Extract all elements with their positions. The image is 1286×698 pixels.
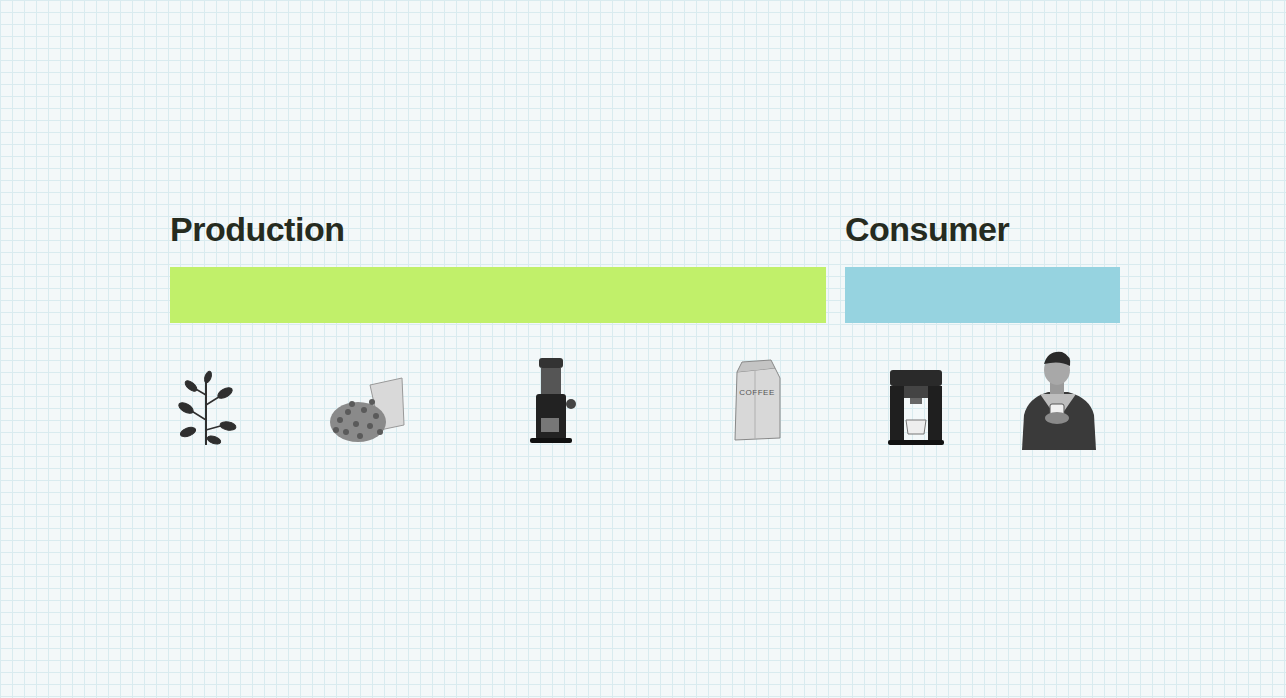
- bag-print: COFFEE: [739, 388, 774, 397]
- stage-band: Production: [170, 209, 826, 323]
- espresso-machine-icon: [888, 370, 944, 445]
- stage-bar: [845, 267, 1120, 323]
- coffee-grinder-icon: [530, 358, 576, 443]
- stage-band: Consumer: [845, 209, 1120, 323]
- person-icon: [1022, 352, 1096, 450]
- coffee-plant-icon: [177, 370, 237, 445]
- coffee-beans-icon: [330, 378, 404, 442]
- coffee-bag-icon: [735, 360, 780, 440]
- stage-heading: Production: [170, 209, 826, 249]
- stage-heading: Consumer: [845, 209, 1120, 249]
- stage-bar: [170, 267, 826, 323]
